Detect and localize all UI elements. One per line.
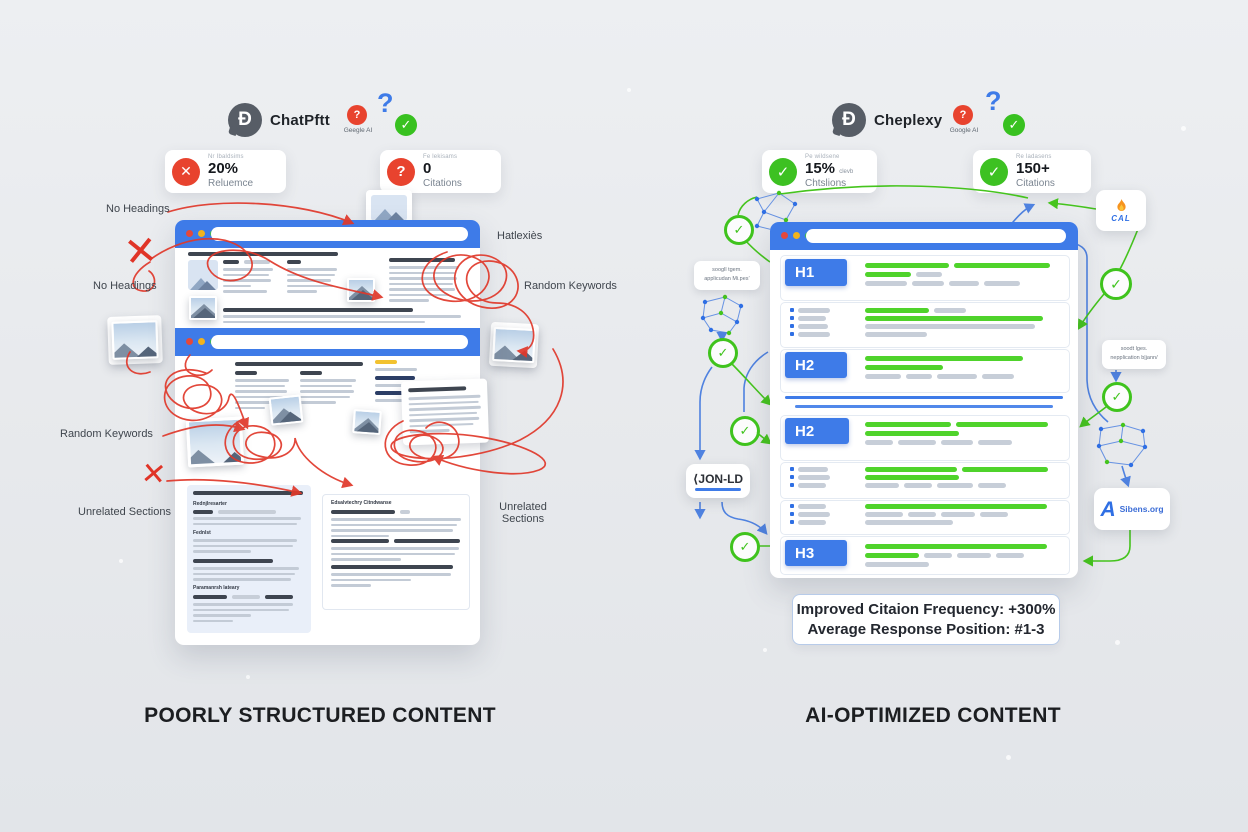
stat-value: 150+ — [1016, 159, 1050, 177]
photo-thumbnail-card — [488, 321, 540, 369]
google-ai-question-badge-icon — [347, 105, 367, 125]
bg-dot — [1115, 640, 1120, 645]
garbled-heading: Fednlst — [193, 530, 211, 536]
flame-logo-badge: CAL — [1096, 190, 1146, 231]
flame-icon — [1116, 198, 1126, 212]
stat-topline: Re ladasens — [1016, 154, 1052, 161]
right-panel-title: AI-OPTIMIZED CONTENT — [805, 704, 1061, 727]
bg-dot — [763, 648, 767, 652]
stat-label: Citations — [1016, 177, 1055, 189]
bg-dot — [1181, 126, 1186, 131]
stat-value: 20% — [208, 159, 239, 177]
google-ai-caption: Google AI — [949, 127, 979, 134]
google-ai-question-badge-icon — [953, 105, 973, 125]
schema-a-logo-icon: A — [1100, 497, 1116, 521]
check-badge-icon — [395, 114, 417, 136]
mountain-photo — [111, 320, 159, 360]
google-ai-caption: Geegle AI — [343, 127, 373, 134]
result-line: Improved Citaion Frequency: +300% — [796, 601, 1056, 618]
blue-underline — [695, 487, 741, 491]
garbled-heading: Edsalvtechry Citndwanse — [331, 500, 392, 506]
check-badge-icon — [1003, 114, 1025, 136]
annotation-random-keywords: Random Keywords — [60, 428, 153, 440]
result-line: Average Response Position: #1-3 — [807, 621, 1045, 638]
mountain-photo — [268, 394, 304, 426]
blue-question-mark: ? — [985, 86, 1002, 116]
citations-stat-card: Fe lekisams 0 Citations — [380, 150, 501, 193]
bg-dot — [119, 559, 123, 563]
stat-label: Reluemce — [208, 177, 254, 189]
stat-label: Citations — [423, 177, 462, 189]
annotation-no-headings: No Headings — [93, 280, 157, 292]
citations-rate-stat-card: Pe wildsene 15% clevb Chtslions — [762, 150, 877, 193]
address-bar — [211, 335, 468, 349]
chat-app-logo-icon — [228, 103, 262, 137]
optimized-content-browser-window: H1 H2 H2 — [770, 222, 1078, 578]
annotation-unrelated-sections: Unrelated Sections — [78, 506, 171, 518]
document-panel: Edsalvtechry Citndwanse — [322, 494, 470, 610]
green-check-circle-icon — [1100, 268, 1132, 300]
annotation-hatlexies: Hatlexiès — [497, 230, 543, 242]
photo-thumbnail-card — [107, 315, 163, 365]
green-check-circle-icon — [724, 215, 754, 245]
red-x-icon: ✕ — [121, 228, 160, 276]
browser-toolbar — [175, 328, 480, 356]
relevance-stat-card: Nr Ibaldsims 20% Reluemce — [165, 150, 286, 193]
garbled-heading: Rednjlresarter — [193, 501, 227, 507]
green-check-circle-icon — [730, 416, 760, 446]
address-bar — [211, 227, 468, 241]
green-check-circle-icon — [730, 532, 760, 562]
question-icon — [387, 157, 415, 186]
h3-heading-block: H3 — [785, 540, 847, 566]
document-panel: Rednjlresarter Fednlst Paramanrsh latear… — [187, 485, 311, 633]
image-placeholder-icon — [371, 195, 407, 221]
results-summary-box: Improved Citaion Frequency: +300% Averag… — [792, 594, 1060, 645]
citations-count-stat-card: Re ladasens 150+ Citations — [973, 150, 1091, 193]
garbled-heading: Paramanrsh lateary — [193, 585, 240, 591]
left-panel-title: POORLY STRUCTURED CONTENT — [144, 704, 496, 727]
address-bar — [806, 229, 1066, 243]
right-brand-name: Cheplexy — [874, 112, 943, 129]
script-tag-label: soodt lges. nepplication b|jann/ — [1102, 340, 1166, 369]
mountain-photo — [185, 416, 245, 468]
h1-heading-block: H1 — [785, 259, 847, 286]
h2-heading-block: H2 — [785, 418, 849, 444]
schema-org-badge: A Sibens.org — [1094, 488, 1170, 530]
mountain-photo — [492, 326, 536, 364]
mountain-photo — [347, 278, 375, 302]
stat-topline: Pe wildsene — [805, 154, 840, 161]
stat-suffix: clevb — [839, 168, 854, 175]
chat-app-logo-icon — [832, 103, 866, 137]
poor-content-browser-window: Rednjlresarter Fednlst Paramanrsh latear… — [175, 220, 490, 645]
stat-label: Chtslions — [805, 177, 847, 189]
bg-dot — [1006, 755, 1011, 760]
blue-question-mark: ? — [377, 88, 394, 118]
bg-dot — [627, 88, 631, 92]
x-icon — [172, 157, 200, 186]
annotation-random-keywords: Random Keywords — [524, 280, 617, 292]
stat-topline: Nr Ibaldsims — [208, 154, 244, 161]
annotation-no-headings: No Headings — [106, 203, 170, 215]
browser-toolbar — [175, 220, 480, 248]
green-check-circle-icon — [708, 338, 738, 368]
image-placeholder-icon — [188, 260, 218, 290]
overlapping-text-card — [400, 378, 490, 446]
green-check-circle-icon — [1102, 382, 1132, 412]
stat-value: 15% — [805, 159, 836, 177]
mountain-photo — [352, 409, 382, 435]
check-icon — [769, 157, 797, 186]
left-brand-name: ChatPftt — [270, 112, 330, 129]
json-ld-badge: ⟨JON-LD — [686, 464, 750, 498]
h2-heading-block: H2 — [785, 352, 847, 378]
bg-dot — [246, 675, 250, 679]
mountain-photo — [189, 296, 217, 320]
browser-toolbar — [770, 222, 1078, 250]
stat-value: 0 — [423, 159, 432, 177]
red-x-icon: ✕ — [139, 456, 168, 493]
script-tag-label: soogll tgem. applicudan Mi.pes’ — [694, 261, 760, 290]
stat-topline: Fe lekisams — [423, 154, 458, 161]
check-icon — [980, 157, 1008, 186]
annotation-unrelated-sections: Unrelated Sections — [499, 501, 547, 525]
